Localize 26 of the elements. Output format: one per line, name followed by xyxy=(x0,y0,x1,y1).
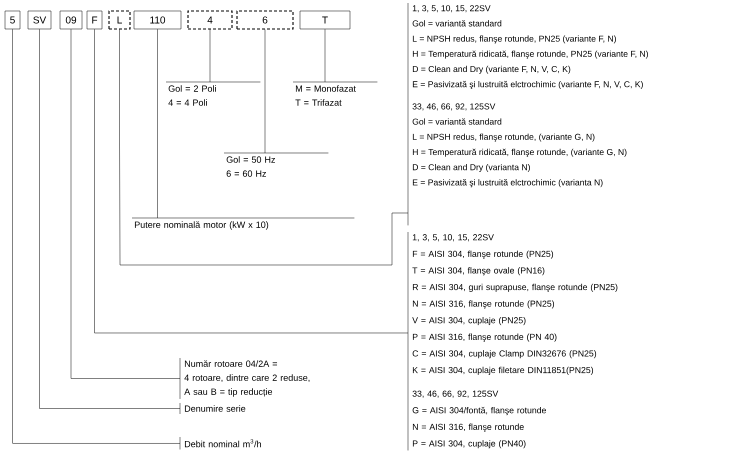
leader-line xyxy=(70,29,180,379)
description-text: Debit nominal m$^{3}$/h xyxy=(180,436,261,450)
description-text: Număr rotoare 04/2A = 4 rotoare, dintre care 2 reduse, A sau B = tip reducție xyxy=(180,358,310,400)
leader-line xyxy=(157,29,158,218)
code-box: 5 xyxy=(4,10,20,30)
code-box: 4 xyxy=(187,10,233,30)
description-text: Denumire serie xyxy=(180,402,246,414)
description-text: 1, 3, 5, 10, 15, 22SV F = AISI 304, flanşe rotunde (PN25) T = AISI 304, flanşe ovale (PN16) R = AISI 304, guri suprapuse, flanşe rotunde (PN25) N = AISI 316, flanşe rotunde (PN25) V = AISI 304, cuplaje (PN25) P = AISI 316, flanşe rotunde (PN 40) C = AISI 304, cuplaje Clamp DIN32676 (PN25) K = AISI 304, cuplaje filetare DIN11851(PN25) 33, 46, 66, 92, 125SV G = AISI 304/fontă, flanşe rotunde N = AISI 316, flanşe rotunde P = AISI 304, cuplaje (PN40) xyxy=(408,232,618,451)
description-text: Gol = 2 Poli 4 = 4 Poli xyxy=(166,82,261,106)
code-box: F xyxy=(86,10,102,30)
description-text: 1, 3, 5, 10, 15, 22SV Gol = variantă standard L = NPSH redus, flanşe rotunde, PN25 (variante F, N) H = Temperatură ridicată, flanşe rotunde, PN25 (variante F, N) D = Clean and Dry (variante F, N, V, C, K) E = Pasivizată şi lustruită elctrochimic (variante F, N, V, C, K) 33, 46, 66, 92, 125SV Gol = variantă standard L = NPSH redus, flanşe rotunde, (variante G, N) H = Temperatură ridicată, flanşe rotunde, (variante G, N) D = Clean and Dry (varianta N) E = Pasivizată şi lustruită elctrochimic (varianta N) xyxy=(408,2,648,226)
code-box: L xyxy=(108,10,131,30)
leader-line xyxy=(39,29,180,409)
leader-line xyxy=(324,29,326,82)
leader-line xyxy=(12,29,180,444)
code-box: SV xyxy=(28,10,52,30)
description-text: M = Monofazat T = Trifazat xyxy=(292,82,378,106)
leader-line xyxy=(264,29,266,154)
description-text: Putere nominală motor (kW x 10) xyxy=(132,218,355,230)
code-box: 6 xyxy=(236,10,294,30)
code-box: 09 xyxy=(60,10,82,30)
code-box: 110 xyxy=(134,10,182,30)
description-text: Gol = 50 Hz 6 = 60 Hz xyxy=(224,152,329,177)
leader-line xyxy=(94,29,408,334)
code-box: T xyxy=(300,10,350,30)
leader-line xyxy=(119,29,408,266)
